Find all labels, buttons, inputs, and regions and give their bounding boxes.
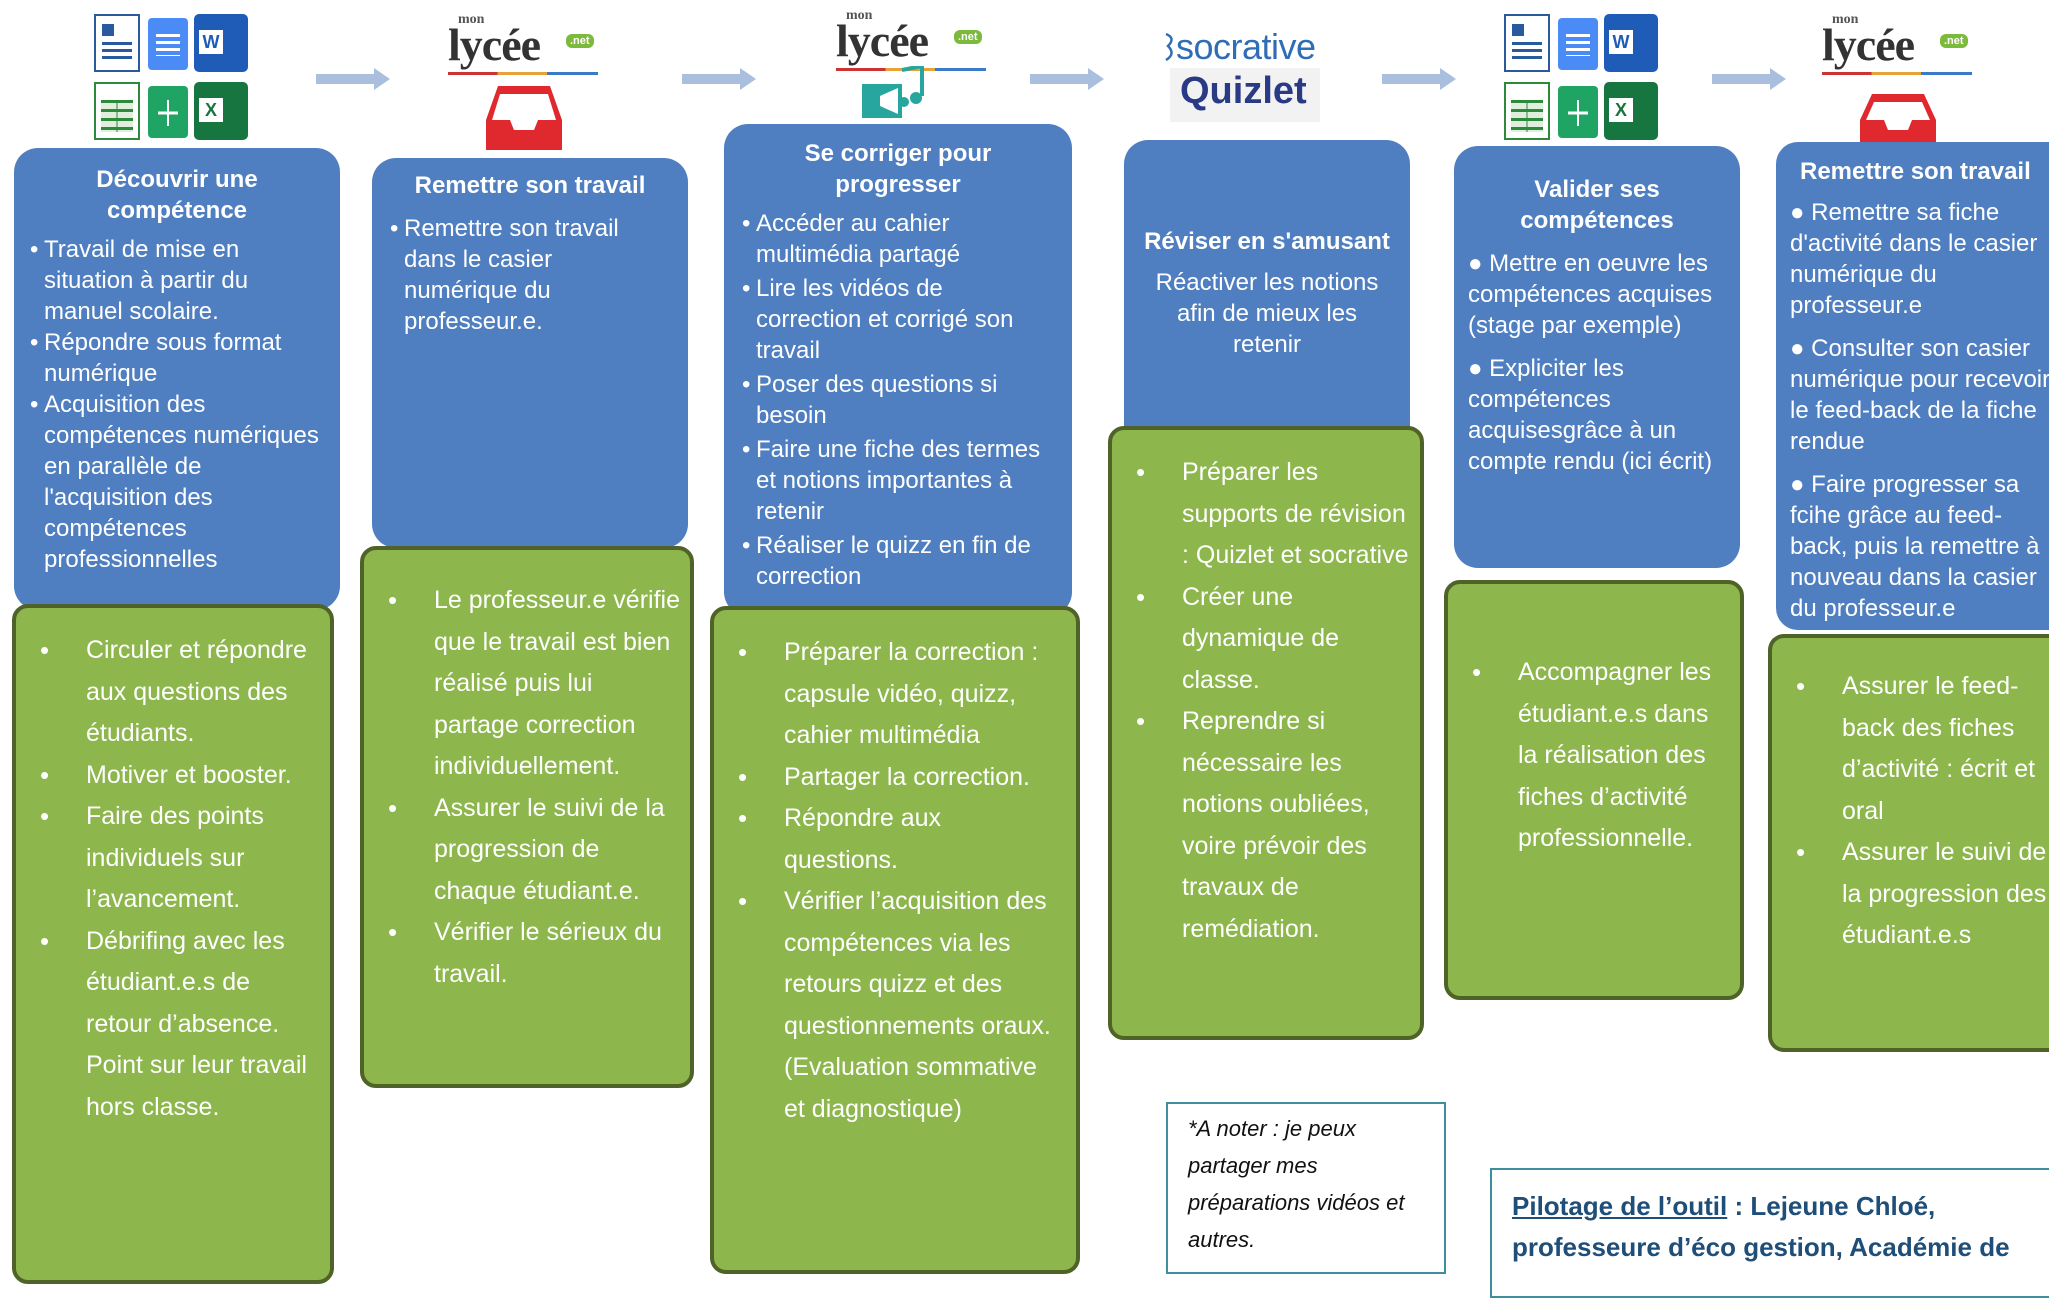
list-item: ● Mettre en oeuvre les compétences acqui… xyxy=(1468,250,1713,339)
list-item: Accompagner les étudiant.e.s dans la réa… xyxy=(1448,652,1732,860)
step-6-student-list: ● Remettre sa fiche d'activité dans le c… xyxy=(1790,197,2049,624)
list-item: Circuler et répondre aux questions des é… xyxy=(16,630,318,755)
list-item: Créer une dynamique de classe. xyxy=(1112,577,1412,702)
multimedia-notebook-icon xyxy=(862,66,924,118)
step-6-student-box: Remettre son travail ● Remettre sa fiche… xyxy=(1776,142,2049,630)
word-icon: W xyxy=(194,14,248,72)
excel-icon: X xyxy=(194,82,248,140)
inbox-icon xyxy=(486,86,562,150)
list-item: Le professeur.e vérifie que le travail e… xyxy=(364,580,682,788)
step-4-title: Réviser en s'amusant xyxy=(1144,228,1390,255)
list-item: ● Remettre sa fiche d'activité dans le c… xyxy=(1790,199,2038,319)
step-1-title: Découvrir une compétence xyxy=(96,166,258,224)
credit-text: Lejeune Chloé, professeure d’éco gestion… xyxy=(1512,1191,2010,1262)
list-item: Réaliser le quizz en fin de correction xyxy=(742,530,1054,592)
step-1-teacher-list: Circuler et répondre aux questions des é… xyxy=(16,630,318,1128)
list-item: Assurer le feed-back des fiches d’activi… xyxy=(1772,666,2048,832)
list-item: Vérifier l’acquisition des compétences v… xyxy=(714,881,1056,1130)
list-item: Assurer le suivi de la progression de ch… xyxy=(364,788,682,913)
mon-lycee-logo: mon lycée .net xyxy=(1822,12,1972,78)
list-item: Remettre son travail dans le casier numé… xyxy=(390,213,670,337)
google-docs-icon xyxy=(148,18,188,70)
step-6-title: Remettre son travail xyxy=(1800,158,2031,185)
socrative-logo: socrative xyxy=(1164,26,1324,68)
step-5-teacher-list: Accompagner les étudiant.e.s dans la réa… xyxy=(1448,652,1732,860)
step-2-teacher-list: Le professeur.e vérifie que le travail e… xyxy=(364,580,682,995)
step-3-student-list: Accéder au cahier multimédia partagé Lir… xyxy=(742,208,1054,592)
list-item: Préparer les supports de révision : Quiz… xyxy=(1112,452,1412,577)
list-item: ● Expliciter les compétences acquisesgrâ… xyxy=(1468,355,1713,475)
list-item: Lire les vidéos de correction et corrigé… xyxy=(742,273,1054,366)
calc-spreadsheet-icon xyxy=(1504,82,1550,140)
list-item: Assurer le suivi de la progression des é… xyxy=(1772,832,2048,957)
list-item: ● Faire progresser sa fcihe grâce au fee… xyxy=(1790,471,2040,622)
credit-box: Pilotage de l’outil : Lejeune Chloé, pro… xyxy=(1490,1168,2049,1298)
mon-lycee-logo: mon lycée .net xyxy=(448,12,598,78)
step-2-student-box: Remettre son travail Remettre son travai… xyxy=(372,158,688,548)
list-item: Accéder au cahier multimédia partagé xyxy=(742,208,1054,270)
step-4-teacher-box: Préparer les supports de révision : Quiz… xyxy=(1108,426,1424,1040)
list-item: ● Consulter son casier numérique pour re… xyxy=(1790,335,2049,455)
step-4-description: Réactiver les notions afin de mieux les … xyxy=(1155,269,1379,358)
step-3-teacher-box: Préparer la correction : capsule vidéo, … xyxy=(710,606,1080,1274)
inbox-icon xyxy=(1860,94,1936,148)
credit-separator: : xyxy=(1727,1191,1751,1221)
flow-arrow-4 xyxy=(1382,68,1456,90)
step-1-student-list: Travail de mise en situation à partir du… xyxy=(30,234,324,575)
list-item: Vérifier le sérieux du travail. xyxy=(364,912,682,995)
flow-arrow-2 xyxy=(682,68,756,90)
google-sheets-icon xyxy=(1558,86,1598,138)
credit-label: Pilotage de l’outil xyxy=(1512,1191,1728,1221)
flow-arrow-1 xyxy=(316,68,390,90)
list-item: Répondre aux questions. xyxy=(714,798,1056,881)
list-item: Faire des points individuels sur l’avanc… xyxy=(16,796,318,921)
step-2-title: Remettre son travail xyxy=(414,172,646,199)
step-1-teacher-box: Circuler et répondre aux questions des é… xyxy=(12,604,334,1284)
list-item: Préparer la correction : capsule vidéo, … xyxy=(714,632,1056,757)
office-apps-icon-group: W X xyxy=(92,12,252,142)
step-5-student-list: ● Mettre en oeuvre les compétences acqui… xyxy=(1468,248,1726,477)
list-item: Répondre sous format numérique xyxy=(30,327,324,389)
step-6-teacher-box: Assurer le feed-back des fiches d’activi… xyxy=(1768,634,2049,1052)
step-4-student-box: Réviser en s'amusant Réactiver les notio… xyxy=(1124,140,1410,450)
google-docs-icon xyxy=(1558,18,1598,70)
step-3-student-box: Se corriger pour progresser Accéder au c… xyxy=(724,124,1072,616)
step-4-teacher-list: Préparer les supports de révision : Quiz… xyxy=(1112,452,1412,950)
flow-arrow-5 xyxy=(1712,68,1786,90)
office-apps-icon-group: W X xyxy=(1502,12,1662,142)
list-item: Débrifing avec les étudiant.e.s de retou… xyxy=(16,921,318,1129)
writer-document-icon xyxy=(94,14,140,72)
list-item: Acquisition des compétences numériques e… xyxy=(30,389,324,575)
list-item: Travail de mise en situation à partir du… xyxy=(30,234,324,327)
step-5-teacher-box: Accompagner les étudiant.e.s dans la réa… xyxy=(1444,580,1744,1000)
calc-spreadsheet-icon xyxy=(94,82,140,140)
step-5-title: Valider ses compétences xyxy=(1520,176,1674,234)
step-2-teacher-box: Le professeur.e vérifie que le travail e… xyxy=(360,546,694,1088)
step-5-student-box: Valider ses compétences ● Mettre en oeuv… xyxy=(1454,146,1740,568)
list-item: Partager la correction. xyxy=(714,757,1056,799)
list-item: Faire une fiche des termes et notions im… xyxy=(742,434,1054,527)
excel-icon: X xyxy=(1604,82,1658,140)
step-1-student-box: Découvrir une compétence Travail de mise… xyxy=(14,148,340,610)
step-3-title: Se corriger pour progresser xyxy=(804,140,992,198)
step-3-teacher-list: Préparer la correction : capsule vidéo, … xyxy=(714,632,1056,1130)
step-2-student-list: Remettre son travail dans le casier numé… xyxy=(390,213,670,337)
list-item: Poser des questions si besoin xyxy=(742,369,1054,431)
word-icon: W xyxy=(1604,14,1658,72)
mon-lycee-logo: mon lycée .net xyxy=(836,8,986,74)
flow-arrow-3 xyxy=(1030,68,1104,90)
step-6-teacher-list: Assurer le feed-back des fiches d’activi… xyxy=(1772,666,2048,957)
writer-document-icon xyxy=(1504,14,1550,72)
list-item: Reprendre si nécessaire les notions oubl… xyxy=(1112,701,1412,950)
list-item: Motiver et booster. xyxy=(16,755,318,797)
google-sheets-icon xyxy=(148,86,188,138)
quizlet-logo: Quizlet xyxy=(1170,68,1320,122)
note-box: *A noter : je peux partager mes préparat… xyxy=(1166,1102,1446,1274)
